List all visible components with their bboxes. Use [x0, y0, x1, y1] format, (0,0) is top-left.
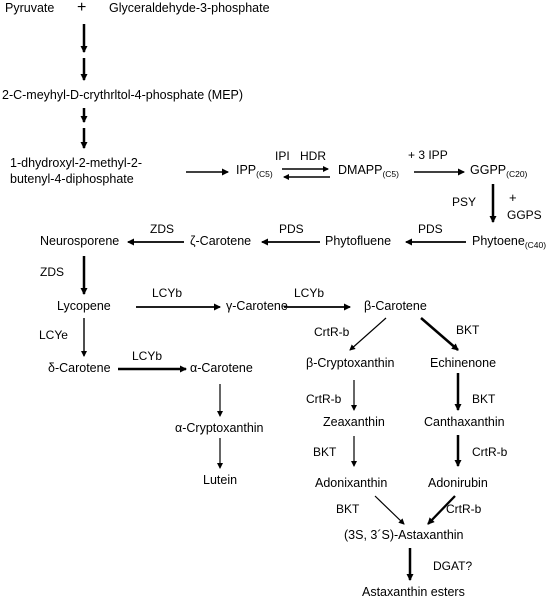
- arrow-adonixanthin-to-astaxanthin: [374, 495, 405, 525]
- node-alpha-carotene: α-Carotene: [190, 361, 253, 375]
- node-pyruvate: Pyruvate: [5, 1, 55, 15]
- arrow-beta-carotene-to-beta-cryptoxanthin: [349, 317, 387, 351]
- node-zeta-carotene: ζ-Carotene: [190, 234, 252, 248]
- plus-sign: +: [77, 0, 87, 16]
- node-phytofluene: Phytofluene: [325, 234, 392, 248]
- enzyme-psy: PSY: [452, 195, 477, 209]
- node-beta-cryptoxanthin: β-Cryptoxanthin: [306, 356, 395, 370]
- plus-ggps-sign: +: [509, 190, 517, 205]
- node-adonirubin: Adonirubin: [428, 476, 488, 490]
- node-astaxanthin-esters: Astaxanthin esters: [362, 585, 465, 599]
- enzyme-lcye: LCYe: [39, 328, 68, 342]
- node-beta-carotene: β-Carotene: [364, 299, 427, 313]
- phytoene-subscript: (C40): [524, 240, 547, 250]
- enzyme-bkt-3: BKT: [313, 445, 337, 459]
- enzyme-zds-2: ZDS: [40, 265, 64, 279]
- enzyme-crtr-b-1: CrtR-b: [314, 325, 350, 339]
- enzyme-dgat: DGAT?: [433, 559, 473, 573]
- node-ipp: IPP(C5): [236, 163, 273, 179]
- arrow-beta-carotene-to-echinenone: [420, 317, 459, 351]
- enzyme-lcyb-3: LCYb: [132, 349, 163, 363]
- node-lutein: Lutein: [203, 473, 238, 487]
- enzyme-pds-1: PDS: [418, 222, 443, 236]
- node-astaxanthin: (3S, 3´S)-Astaxanthin: [344, 528, 464, 542]
- node-zeaxanthin: Zeaxanthin: [323, 415, 385, 429]
- ipp-subscript: (C5): [256, 169, 273, 179]
- node-ggpp: GGPP(C20): [470, 163, 528, 179]
- node-lycopene: Lycopene: [57, 299, 111, 313]
- enzyme-crtr-b-3: CrtR-b: [472, 445, 508, 459]
- enzyme-lcyb-2: LCYb: [294, 286, 325, 300]
- enzyme-plus-3-ipp: + 3 IPP: [408, 148, 448, 162]
- node-delta-carotene: δ-Carotene: [48, 361, 111, 375]
- node-alpha-cryptoxanthin: α-Cryptoxanthin: [175, 421, 264, 435]
- enzyme-ggps: GGPS: [507, 208, 542, 222]
- dmapp-subscript: (C5): [382, 169, 399, 179]
- enzyme-crtr-b-2: CrtR-b: [306, 392, 342, 406]
- arrow-adonirubin-to-astaxanthin: [427, 495, 456, 525]
- enzyme-crtr-b-4: CrtR-b: [446, 502, 482, 516]
- enzyme-bkt-2: BKT: [472, 392, 496, 406]
- node-hmbpp-line2: butenyl-4-diphosphate: [10, 172, 134, 186]
- node-echinenone: Echinenone: [430, 356, 497, 370]
- node-canthaxanthin: Canthaxanthin: [424, 415, 505, 429]
- node-gamma-carotene: γ-Carotene: [226, 299, 288, 313]
- node-mep: 2-C-meyhyl-D-crythrltol-4-phosphate (MEP…: [2, 88, 244, 102]
- node-adonixanthin: Adonixanthin: [315, 476, 388, 490]
- enzyme-pds-2: PDS: [279, 222, 304, 236]
- node-hmbpp-line1: 1-dhydroxyl-2-methyl-2-: [10, 156, 142, 170]
- enzyme-hdr: HDR: [300, 149, 326, 163]
- node-neurosporene: Neurosporene: [40, 234, 120, 248]
- enzyme-bkt-4: BKT: [336, 502, 360, 516]
- enzyme-zds-1: ZDS: [150, 222, 174, 236]
- node-dmapp: DMAPP(C5): [338, 163, 399, 179]
- ggpp-subscript: (C20): [506, 169, 528, 179]
- enzyme-lcyb-1: LCYb: [152, 286, 183, 300]
- enzyme-bkt-1: BKT: [456, 323, 480, 337]
- node-glyceraldehyde-3-phosphate: Glyceraldehyde-3-phosphate: [109, 1, 270, 15]
- enzyme-ipi: IPI: [275, 149, 290, 163]
- node-phytoene: Phytoene(C40): [472, 234, 547, 250]
